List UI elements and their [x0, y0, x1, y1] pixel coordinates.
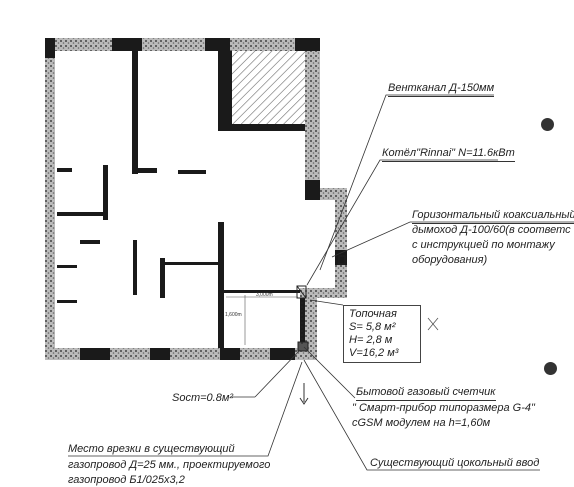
meter-symbol	[297, 341, 309, 352]
schetchik-label-1: Бытовой газовый счетчик	[356, 386, 496, 401]
dymohod-label-1: Горизонтальный коаксиальный	[412, 209, 574, 224]
vent-channel-symbol	[338, 255, 346, 265]
leader-lines	[68, 94, 574, 471]
vrezka-label-1: Место врезки в существующий	[68, 443, 235, 455]
kotel-label: Котёл"Rinnai" N=11.6кВт	[382, 147, 515, 162]
binder-hole-icon-top	[541, 118, 554, 131]
dymohod-label-4: оборудования)	[412, 254, 488, 266]
inner-walls	[57, 51, 305, 348]
vrezka-label-3: газопровод Б1/025х3,2	[68, 474, 185, 486]
vvod-label: Существующий цокольный ввод	[370, 457, 540, 469]
room-height: H= 2,8 м	[349, 334, 393, 346]
ground-arrow-icon	[299, 383, 309, 405]
binder-hole-icon-bottom	[544, 362, 557, 375]
vrezka-label-2: газопровод Д=25 мм., проектируемого	[68, 459, 271, 471]
room-area: S= 5,8 м²	[349, 321, 396, 333]
dim-horizontal-label: 3,000m	[256, 292, 273, 298]
schetchik-label-2: " Смарт-прибор типоразмера G-4"	[352, 402, 535, 414]
room-info-box: Топочная S= 5,8 м² H= 2,8 м V=16,2 м³	[343, 305, 421, 363]
ventkanal-label: Вентканал Д-150мм	[388, 82, 495, 97]
hatched-zone	[232, 51, 305, 126]
schetchik-label-3: cGSM модулем на h=1,60м	[352, 417, 491, 429]
room-volume: V=16,2 м³	[349, 347, 399, 359]
dymohod-label-3: с инструкцией по монтажу	[412, 239, 555, 251]
dim-vertical-label: 1,600m	[225, 312, 242, 318]
dymohod-label-2: дымоход Д-100/60(в соответс	[412, 224, 571, 236]
room-title: Топочная	[349, 308, 397, 320]
cross-mark	[427, 317, 439, 331]
sost-label: Sост=0.8м²	[172, 392, 234, 404]
